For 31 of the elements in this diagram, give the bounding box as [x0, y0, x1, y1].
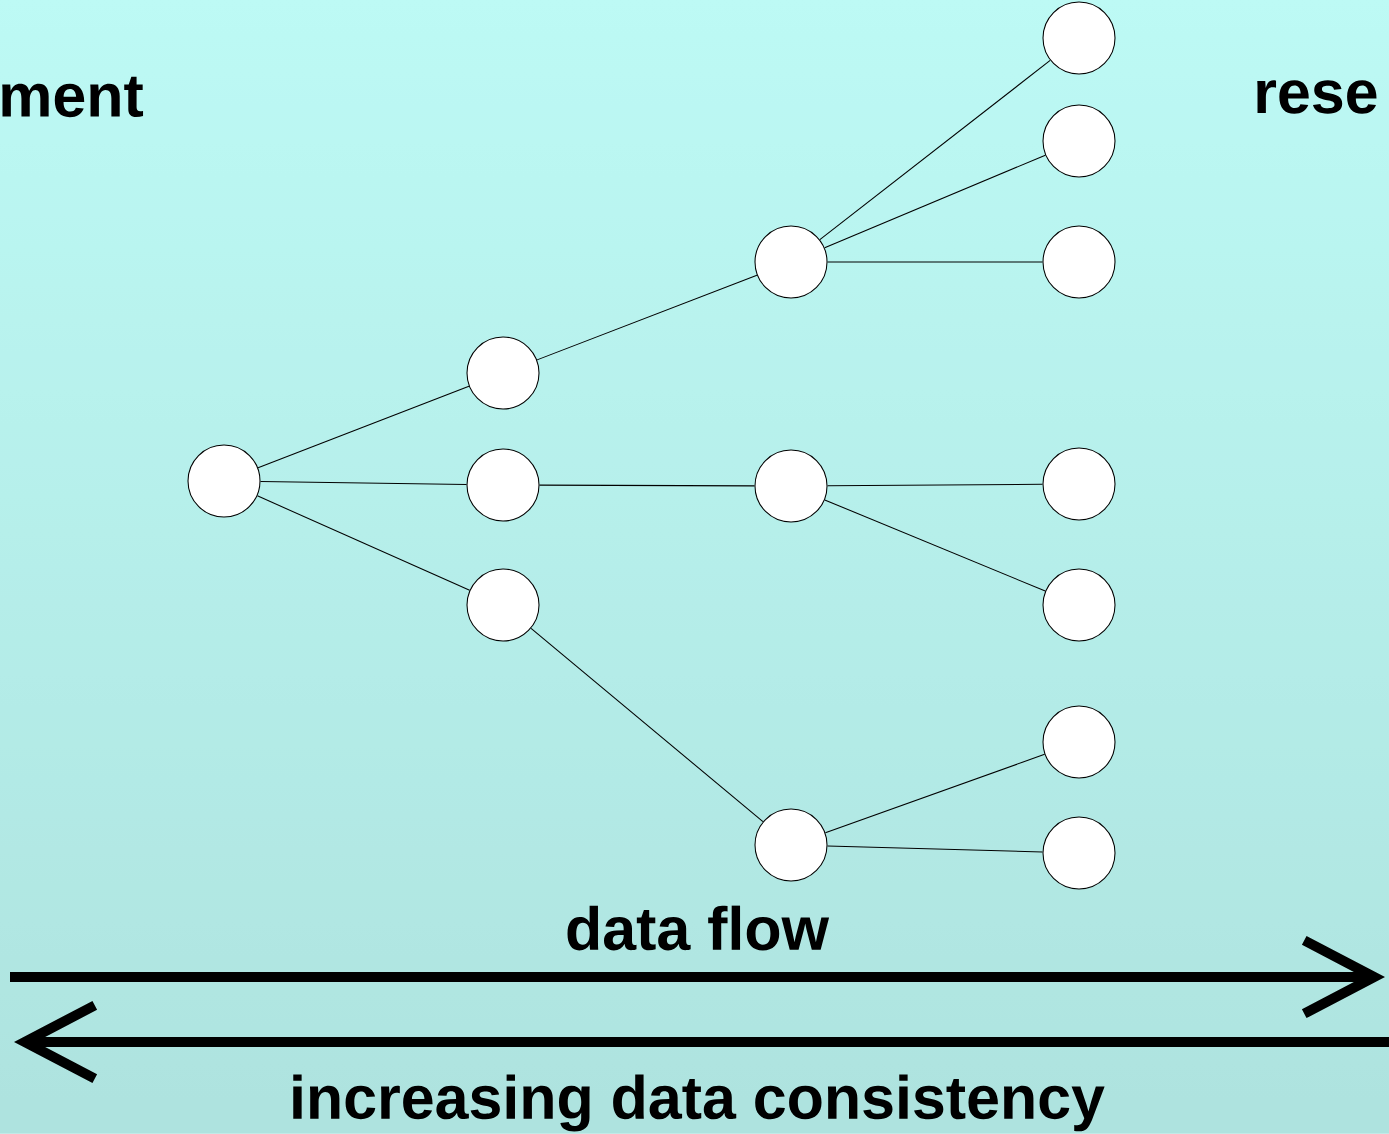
circle-node	[1042, 225, 1116, 299]
circle-node	[754, 808, 828, 882]
circle-node	[1042, 568, 1116, 642]
circle-node	[1042, 447, 1116, 521]
circle-node	[1042, 705, 1116, 779]
connector-line	[819, 59, 1051, 241]
connector-line	[536, 274, 758, 361]
arrow-label: increasing data consistency	[293, 1074, 1105, 1132]
circle-node	[754, 449, 828, 523]
connector-line	[824, 753, 1046, 834]
connector-line	[824, 499, 1046, 592]
connector-line	[260, 481, 467, 485]
connector-line	[256, 495, 471, 591]
circle-node	[1042, 816, 1116, 890]
circle-node	[466, 568, 540, 642]
side-label: rese	[1257, 80, 1377, 114]
circle-node	[466, 336, 540, 410]
connector-line	[827, 483, 1043, 487]
connector-line	[827, 845, 1044, 853]
connector-line	[257, 385, 470, 469]
connector-line	[824, 154, 1046, 249]
circle-node	[1042, 104, 1116, 178]
connector-line	[530, 627, 764, 823]
connector-line	[539, 484, 755, 487]
connector-line	[827, 261, 1043, 263]
arrow-label: data flow	[567, 905, 830, 951]
side-label: ment	[2, 76, 144, 118]
circle-node	[187, 444, 261, 518]
circle-node	[1042, 1, 1116, 75]
circle-node	[466, 448, 540, 522]
circle-node	[754, 225, 828, 299]
